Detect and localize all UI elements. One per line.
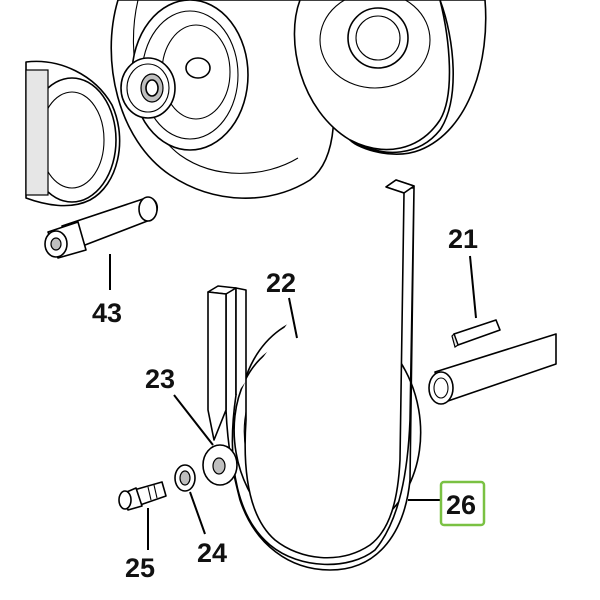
- washer-24: [174, 464, 196, 492]
- callout-24: 24: [197, 538, 227, 568]
- shaft: [428, 333, 557, 405]
- callout-23: 23: [145, 364, 175, 394]
- leader-21: [469, 255, 477, 319]
- pin-43: [44, 196, 158, 259]
- callout-43: 43: [92, 298, 122, 328]
- key-21: [451, 319, 501, 348]
- callout-25: 25: [125, 553, 155, 583]
- callout-26-highlight: [439, 480, 486, 527]
- callout-21: 21: [448, 224, 478, 254]
- leader-24: [189, 491, 206, 535]
- bearing: [120, 57, 211, 119]
- bolt-25: [118, 481, 167, 511]
- hub-cylinder: [25, 60, 121, 207]
- callout-26: 26: [446, 490, 476, 520]
- leader-22: [288, 297, 298, 339]
- leader-23: [173, 394, 214, 446]
- belt-26: [207, 179, 415, 571]
- callout-22: 22: [266, 268, 296, 298]
- large-disc: [110, 0, 487, 199]
- washer-23: [202, 444, 238, 486]
